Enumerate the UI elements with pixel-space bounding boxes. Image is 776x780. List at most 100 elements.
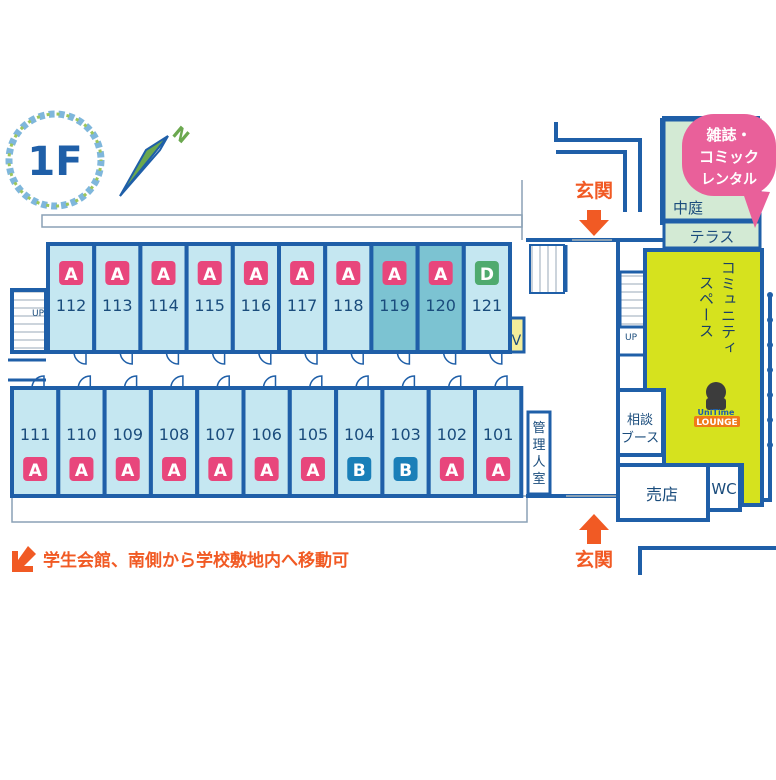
room-type-label: B (399, 461, 412, 481)
room-type-badge (151, 261, 176, 285)
callout-line-2: コミック (699, 148, 759, 166)
room-type-badge (486, 457, 511, 481)
floor-label: 1F (27, 139, 82, 185)
community-space-label-2: スペース (697, 275, 715, 339)
manager-room-char: 人 (532, 455, 545, 470)
access-note: 学生会館、南側から学校敷地内へ移動可 (12, 546, 349, 572)
room-type-label: A (111, 265, 125, 285)
room-type-label: A (203, 265, 217, 285)
room-number: 101 (483, 425, 514, 444)
room-type-badge (428, 261, 453, 285)
room-type-label: A (260, 461, 274, 481)
room-type-badge (439, 457, 464, 481)
room-type-label: A (306, 461, 320, 481)
callout-line-3: レンタル (701, 172, 757, 188)
floor-badge: 1F (5, 110, 105, 210)
room-type-label: A (492, 461, 506, 481)
access-note-text: 学生会館、南側から学校敷地内へ移動可 (43, 550, 349, 571)
room-type-label: A (214, 461, 228, 481)
lounge-logo-small: UniTime (698, 408, 735, 417)
room-109: A 109 (102, 386, 153, 498)
consultation-booth-label-2: ブース (621, 430, 659, 446)
room-number: 103 (390, 425, 421, 444)
room-101: A 101 (473, 386, 524, 498)
room-type-label: A (75, 461, 89, 481)
manager-room-char: 理 (532, 438, 545, 453)
room-type-badge (243, 261, 268, 285)
room-118: A 118 (323, 242, 374, 354)
room-shape (10, 386, 61, 498)
room-number: 117 (287, 296, 318, 315)
room-type-badge (69, 457, 94, 481)
room-type-label: A (342, 265, 356, 285)
entrance-bottom-label: 玄関 (575, 548, 613, 571)
corridor-doors (31, 351, 508, 389)
room-112: A 112 (46, 242, 97, 354)
room-type-label: D (480, 265, 494, 285)
room-type-label: A (167, 461, 181, 481)
room-number: 116 (241, 296, 272, 315)
room-type-badge (59, 261, 84, 285)
consultation-booth-label-1: 相談 (627, 412, 653, 428)
room-type-label: A (157, 265, 171, 285)
manager-room (526, 410, 552, 496)
room-type-label: A (296, 265, 310, 285)
room-type-badge (23, 457, 48, 481)
room-type-label: A (249, 265, 263, 285)
room-number: 114 (148, 296, 179, 315)
room-type-badge (162, 457, 187, 481)
room-type-badge (393, 457, 418, 481)
courtyard-label: 中庭 (673, 199, 703, 217)
manager-room-char: 管 (532, 421, 545, 436)
compass-icon: N (119, 122, 193, 197)
rental-callout: 雑誌・ コミック レンタル (682, 114, 776, 228)
room-number: 102 (437, 425, 468, 444)
community-space (643, 248, 764, 507)
room-number: 111 (20, 425, 51, 444)
room-type-label: A (65, 265, 79, 285)
room-number: 113 (102, 296, 133, 315)
room-number: 109 (112, 425, 143, 444)
room-type-badge (254, 457, 279, 481)
room-type-badge (300, 457, 325, 481)
room-type-badge (336, 261, 361, 285)
room-114: A 114 (138, 242, 189, 354)
room-103: B 103 (380, 386, 431, 498)
room-type-label: A (121, 461, 135, 481)
entrance-top-arrow-icon (579, 210, 609, 236)
stairs-up-right: UP (625, 333, 638, 343)
callout-line-1: 雑誌・ (705, 126, 751, 144)
bottom-room-row: A111A110A109A108A107A106A105B104B103A102… (10, 386, 524, 498)
entrance-bottom: 玄関 (566, 495, 616, 571)
lounge-logo-big: LOUNGE (696, 418, 737, 428)
north-letter: N (168, 122, 193, 148)
room-number: 118 (333, 296, 364, 315)
room-type-label: A (434, 265, 448, 285)
room-102: A 102 (426, 386, 478, 498)
terrace-label: テラス (690, 228, 735, 246)
room-number: 112 (56, 296, 87, 315)
shop-label: 売店 (646, 485, 678, 504)
manager-room-char: 室 (532, 471, 545, 487)
room-number: 104 (344, 425, 375, 444)
community-space-dots (767, 292, 773, 448)
room-type-badge (290, 261, 315, 285)
room-type-badge (382, 261, 407, 285)
room-type-label: B (353, 461, 366, 481)
room-type-badge (197, 261, 222, 285)
room-113: A 113 (92, 242, 143, 354)
room-number: 108 (159, 425, 190, 444)
room-116: A 116 (230, 242, 282, 354)
room-type-badge (115, 457, 140, 481)
room-type-label: A (445, 461, 459, 481)
